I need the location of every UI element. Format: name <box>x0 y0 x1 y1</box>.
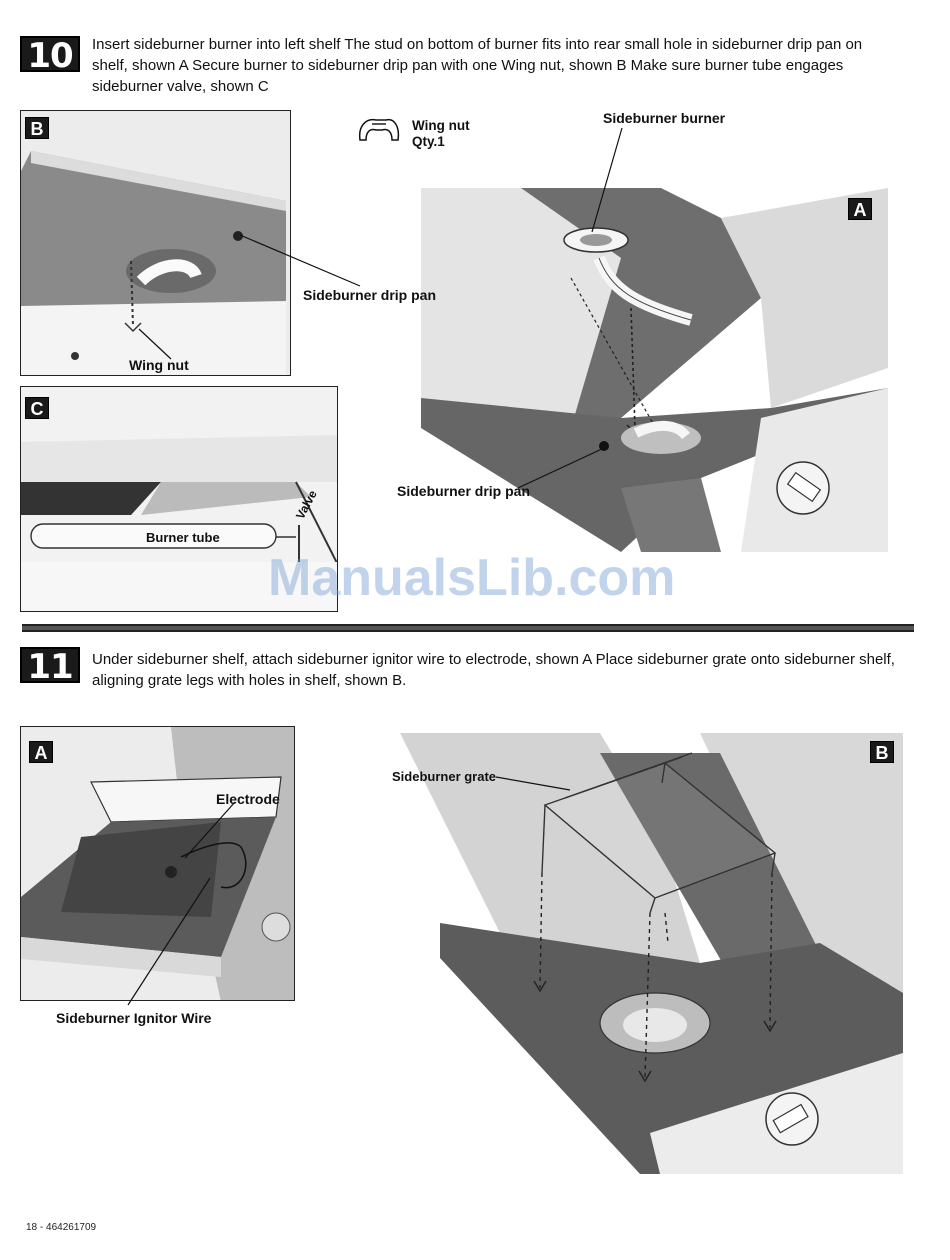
drip-pan-closeup-illustration <box>21 111 290 375</box>
watermark: ManualsLib.com <box>268 549 676 607</box>
sideburner-shelf-illustration <box>421 188 888 552</box>
burner-tube-label: Burner tube <box>146 530 220 545</box>
sideburner-ignitor-wire-label: Sideburner Ignitor Wire <box>56 1010 212 1026</box>
wing-nut-part-qty: Qty.1 <box>412 134 445 149</box>
sideburner-burner-label: Sideburner burner <box>603 110 726 126</box>
burner-tube-valve-illustration <box>21 387 337 611</box>
panel-letter: B <box>870 741 894 763</box>
step-10-panel-b: B Wing nut <box>20 110 291 376</box>
panel-letter: B <box>25 117 49 139</box>
step-10-instruction: Insert sideburner burner into left shelf… <box>92 36 863 95</box>
panel-letter: A <box>848 198 872 220</box>
panel-letter: A <box>29 741 53 763</box>
electrode-illustration <box>21 727 294 1000</box>
page-footer: 18 - 464261709 <box>26 1222 97 1233</box>
sideburner-drip-pan-label-b: Sideburner drip pan <box>303 287 437 303</box>
step-11-panel-a: A Electrode <box>20 726 295 1001</box>
grate-placement-illustration <box>400 733 903 1174</box>
sideburner-grate-label: Sideburner grate <box>392 769 497 784</box>
section-divider <box>22 624 914 632</box>
step-11-instruction: Under sideburner shelf, attach sideburne… <box>92 651 895 689</box>
step-10-panel-c: C Burner tube Valve <box>20 386 338 612</box>
panel-letter: C <box>25 397 49 419</box>
step-11-panel-b: B <box>400 733 903 1174</box>
electrode-label: Electrode <box>216 791 280 807</box>
wing-nut-part-name: Wing nut <box>412 118 470 133</box>
step-10-panel-a: A <box>421 188 888 552</box>
step-11-badge: 11 <box>20 647 80 685</box>
wing-nut-label: Wing nut <box>129 357 189 373</box>
step-10-badge: 10 <box>20 36 80 74</box>
sideburner-drip-pan-label-a: Sideburner drip pan <box>397 483 531 499</box>
